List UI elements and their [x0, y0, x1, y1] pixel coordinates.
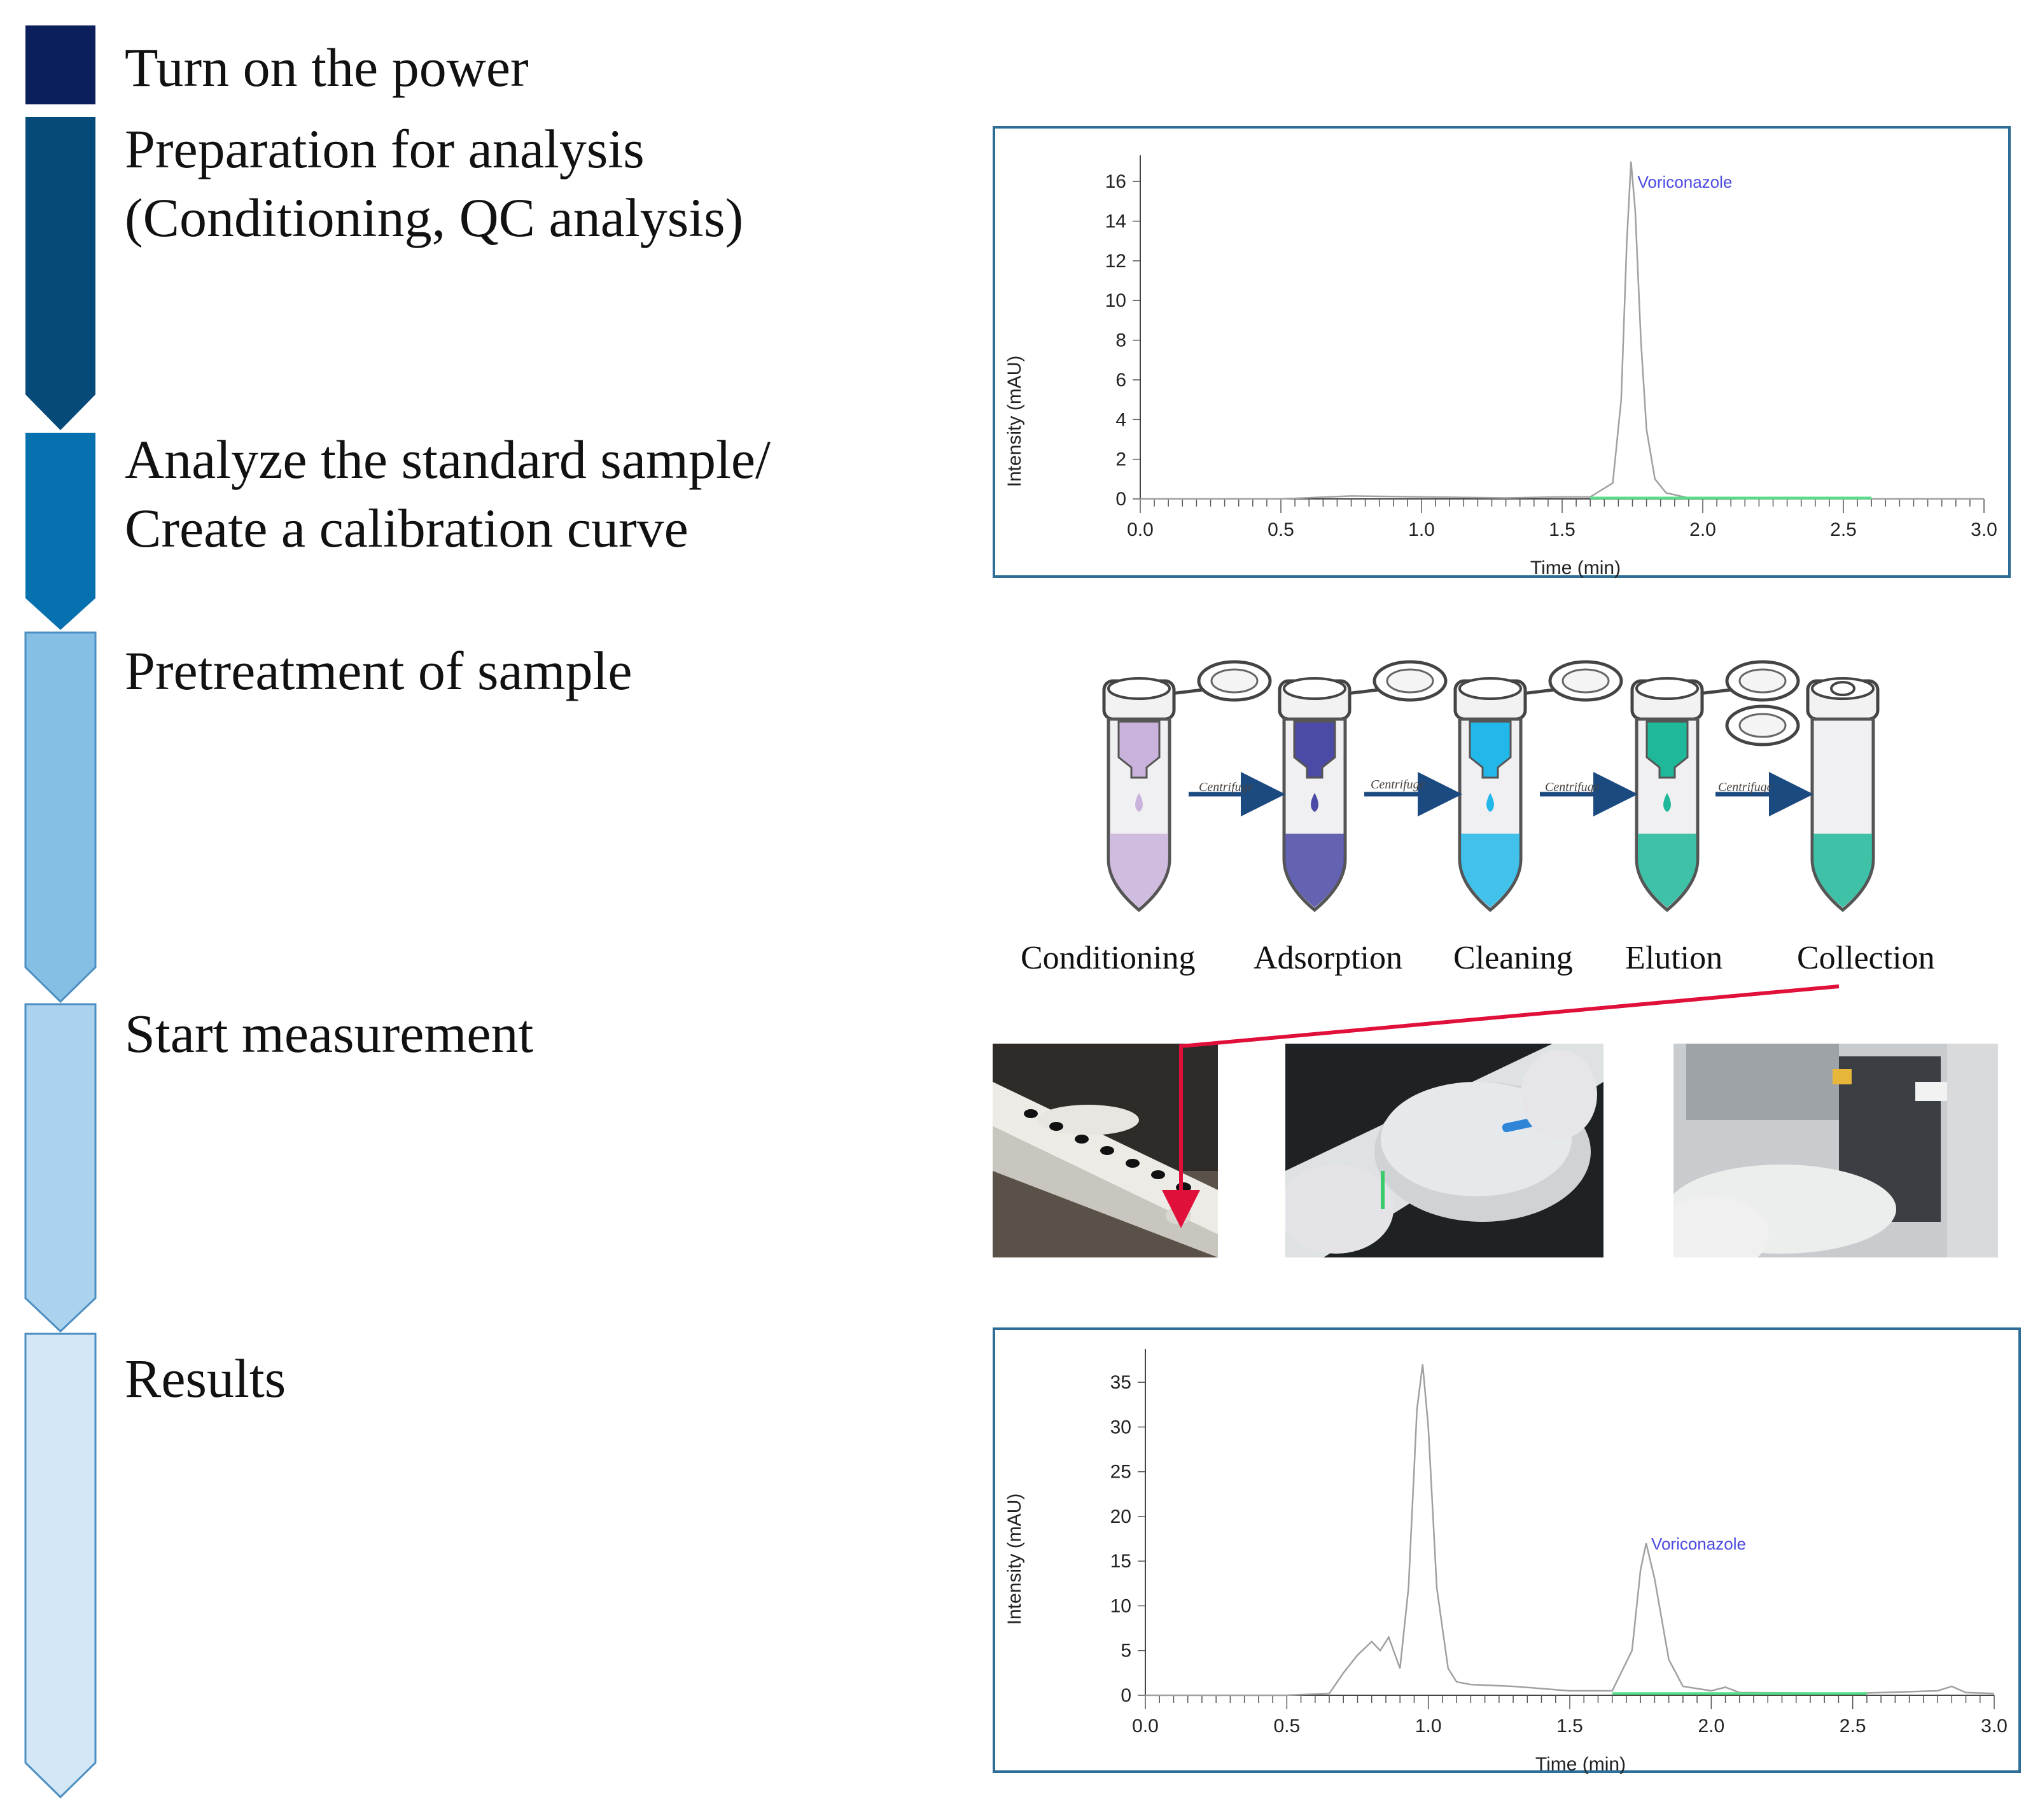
x-tick-label: 0.0 — [1132, 1716, 1159, 1737]
standard-chromatogram: 0.0 0.5 1.0 1.5 2.0 2.5 3.0 0 2 4 6 8 10 12 14 16 Vorico… — [993, 126, 2011, 578]
tube-label-conditioning: Conditioning — [1021, 940, 1196, 976]
x-tick-label: 1.0 — [1415, 1716, 1442, 1737]
instrument-photo — [1673, 1044, 1998, 1257]
y-tick-label: 6 — [1115, 370, 1126, 391]
flow-arrow-results — [24, 1333, 97, 1799]
x-tick-label: 2.5 — [1830, 519, 1857, 540]
x-tick-label: 0.5 — [1268, 519, 1294, 540]
tube-2 — [1278, 660, 1448, 913]
y-tick-label: 20 — [1110, 1506, 1131, 1527]
x-tick-label: 1.5 — [1556, 1716, 1583, 1737]
scanner-photo — [1285, 1044, 1603, 1257]
centrifuge-label-1: Centrifuge — [1199, 780, 1254, 794]
tube-1 — [1102, 660, 1272, 913]
chart1-ylabel: Intensity (mAU) — [1004, 1494, 1025, 1625]
y-tick-label: 10 — [1105, 290, 1126, 311]
flow-arrow-preparation — [25, 117, 95, 430]
step-pretreatment-line1: Pretreatment of sample — [125, 640, 632, 701]
flow-arrow-standard — [25, 433, 95, 630]
y-tick-label: 2 — [1115, 449, 1126, 470]
y-tick-label: 30 — [1110, 1417, 1131, 1438]
y-tick-label: 25 — [1110, 1462, 1131, 1483]
flow-arrow-pretreatment — [24, 631, 97, 1004]
step-standard-line1: Analyze the standard sample/ — [125, 429, 771, 490]
x-tick-label: 3.0 — [1981, 1716, 2008, 1737]
chart0-xlabel: Time (min) — [1530, 557, 1621, 578]
y-tick-label: 14 — [1105, 211, 1126, 232]
x-tick-label: 1.0 — [1408, 519, 1435, 540]
y-tick-label: 10 — [1110, 1595, 1131, 1616]
step-power-line1: Turn on the power — [125, 37, 529, 98]
step-preparation-line1: Preparation for analysis — [125, 118, 645, 179]
y-tick-label: 12 — [1105, 251, 1126, 272]
peak-annotation: Voriconazole — [1638, 172, 1733, 192]
step-power-text: Turn on the power — [125, 33, 529, 102]
y-tick-label: 35 — [1110, 1372, 1131, 1393]
tube-label-collection: Collection — [1797, 940, 1935, 976]
centrifuge-label-2: Centrifuge — [1371, 778, 1425, 792]
y-tick-label: 15 — [1110, 1551, 1131, 1572]
y-tick-label: 4 — [1115, 409, 1126, 430]
tube-label-cleaning: Cleaning — [1453, 940, 1573, 976]
chart1-xlabel: Time (min) — [1535, 1754, 1626, 1775]
step-pretreatment-text: Pretreatment of sample — [125, 636, 632, 705]
tube-5 — [1806, 677, 1880, 913]
standard-chromatogram-svg: 0.0 0.5 1.0 1.5 2.0 2.5 3.0 0 2 4 6 8 10 12 14 16 Vorico… — [1004, 155, 1997, 578]
rack-photo — [993, 1044, 1218, 1257]
x-tick-label: 2.0 — [1689, 519, 1716, 540]
step-standard-text: Analyze the standard sample/ Create a ca… — [125, 425, 771, 563]
x-tick-label: 1.5 — [1549, 519, 1575, 540]
x-tick-label: 0.5 — [1273, 1716, 1300, 1737]
chart0-ylabel: Intensity (mAU) — [1004, 356, 1025, 487]
y-tick-label: 16 — [1105, 171, 1126, 192]
step-preparation-line2: (Conditioning, QC analysis) — [125, 187, 744, 248]
x-tick-label: 2.5 — [1840, 1716, 1866, 1737]
y-tick-label: 8 — [1115, 330, 1126, 351]
step-preparation-text: Preparation for analysis (Conditioning, … — [125, 115, 743, 252]
sample-chromatogram-svg: 0.0 0.5 1.0 1.5 2.0 2.5 3.0 0 5 10 15 20 25 30 35Voric… — [1004, 1349, 2008, 1775]
tube-4 — [1630, 660, 1800, 913]
x-tick-label: 0.0 — [1127, 519, 1154, 540]
step-measurement-line1: Start measurement — [125, 1003, 534, 1064]
peak-annotation: Voriconazole — [1651, 1534, 1746, 1553]
step-results-line1: Results — [125, 1348, 286, 1409]
x-tick-label: 3.0 — [1971, 519, 1997, 540]
tube-label-adsorption: Adsorption — [1254, 940, 1402, 976]
y-tick-label: 5 — [1121, 1641, 1131, 1662]
step-measurement-text: Start measurement — [125, 999, 533, 1068]
y-tick-label: 0 — [1115, 489, 1126, 510]
x-tick-label: 2.0 — [1698, 1716, 1724, 1737]
tube-3 — [1453, 660, 1623, 913]
chromatogram-trace — [1145, 1364, 1995, 1697]
flow-arrow-measurement — [24, 1003, 97, 1333]
step-standard-line2: Create a calibration curve — [125, 498, 688, 559]
tube-label-elution: Elution — [1625, 940, 1723, 976]
centrifuge-label-3: Centrifuge — [1545, 780, 1600, 794]
pretreatment-tubes — [1102, 660, 1880, 913]
chromatogram-trace — [1140, 161, 1984, 500]
y-tick-label: 0 — [1121, 1685, 1131, 1706]
step-results-text: Results — [125, 1344, 286, 1413]
flow-arrow-power — [25, 25, 95, 104]
centrifuge-label-4: Centrifuge — [1718, 780, 1773, 794]
